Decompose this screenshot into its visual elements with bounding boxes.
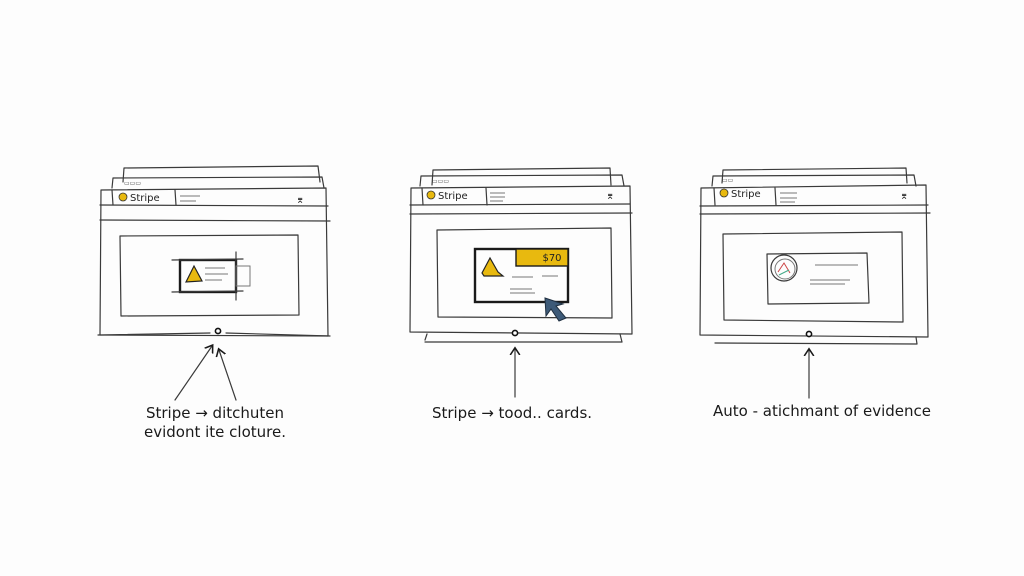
stripe-logo-icon	[118, 192, 128, 202]
caption: evidont ite cloture.	[144, 423, 286, 441]
browser-window-sketch: ▭▭▭ ⌆ Stripe $70	[409, 167, 633, 343]
bell-icon	[481, 256, 505, 277]
connector-dot	[805, 330, 813, 338]
caption: Auto - atichmant of evidence	[713, 402, 931, 420]
connector-dot	[511, 329, 519, 337]
stripe-logo-icon	[719, 188, 729, 198]
content-frame	[436, 227, 613, 319]
panel-1: ▭▭▭ ⌆ Stripe Stripe → ditchuten evidont …	[97, 165, 331, 441]
content-frame	[119, 234, 300, 317]
tab-label[interactable]: Stripe	[130, 193, 160, 204]
evidence-card	[766, 252, 870, 305]
browser-window-sketch: ▭▭ ⌆ Stripe	[699, 167, 931, 345]
pin-icon[interactable]: ⌆	[900, 191, 908, 202]
tab-label[interactable]: Stripe	[438, 191, 468, 202]
content-frame	[722, 231, 904, 323]
payment-card[interactable]: $70	[473, 247, 570, 304]
arrow	[219, 350, 237, 401]
tab-label[interactable]: Stripe	[731, 189, 761, 200]
warning-icon	[184, 264, 203, 283]
caption: Stripe → ditchuten	[146, 404, 284, 422]
svg-text:▭▭: ▭▭	[722, 177, 733, 184]
arrow	[174, 346, 212, 401]
pin-icon[interactable]: ⌆	[606, 191, 614, 202]
evidence-seal-icon	[770, 254, 798, 282]
connector-dot	[214, 327, 222, 335]
svg-text:▭▭▭: ▭▭▭	[124, 180, 141, 187]
stripe-logo-icon	[426, 190, 436, 200]
browser-window-sketch: ▭▭▭ ⌆ Stripe	[97, 165, 331, 337]
pin-icon[interactable]: ⌆	[296, 195, 304, 206]
dispute-card	[171, 251, 251, 301]
caption: Stripe → tood.. cards.	[432, 404, 592, 422]
panel-2: ▭▭▭ ⌆ Stripe $70 Stripe → tood.. cards.	[409, 167, 633, 422]
svg-text:▭▭▭: ▭▭▭	[432, 178, 449, 185]
panel-3: ▭▭ ⌆ Stripe Auto - atichmant of evidence	[699, 167, 931, 420]
price-banner	[515, 248, 569, 267]
card-price: $70	[542, 253, 561, 264]
cursor-arrow-icon	[544, 297, 567, 322]
